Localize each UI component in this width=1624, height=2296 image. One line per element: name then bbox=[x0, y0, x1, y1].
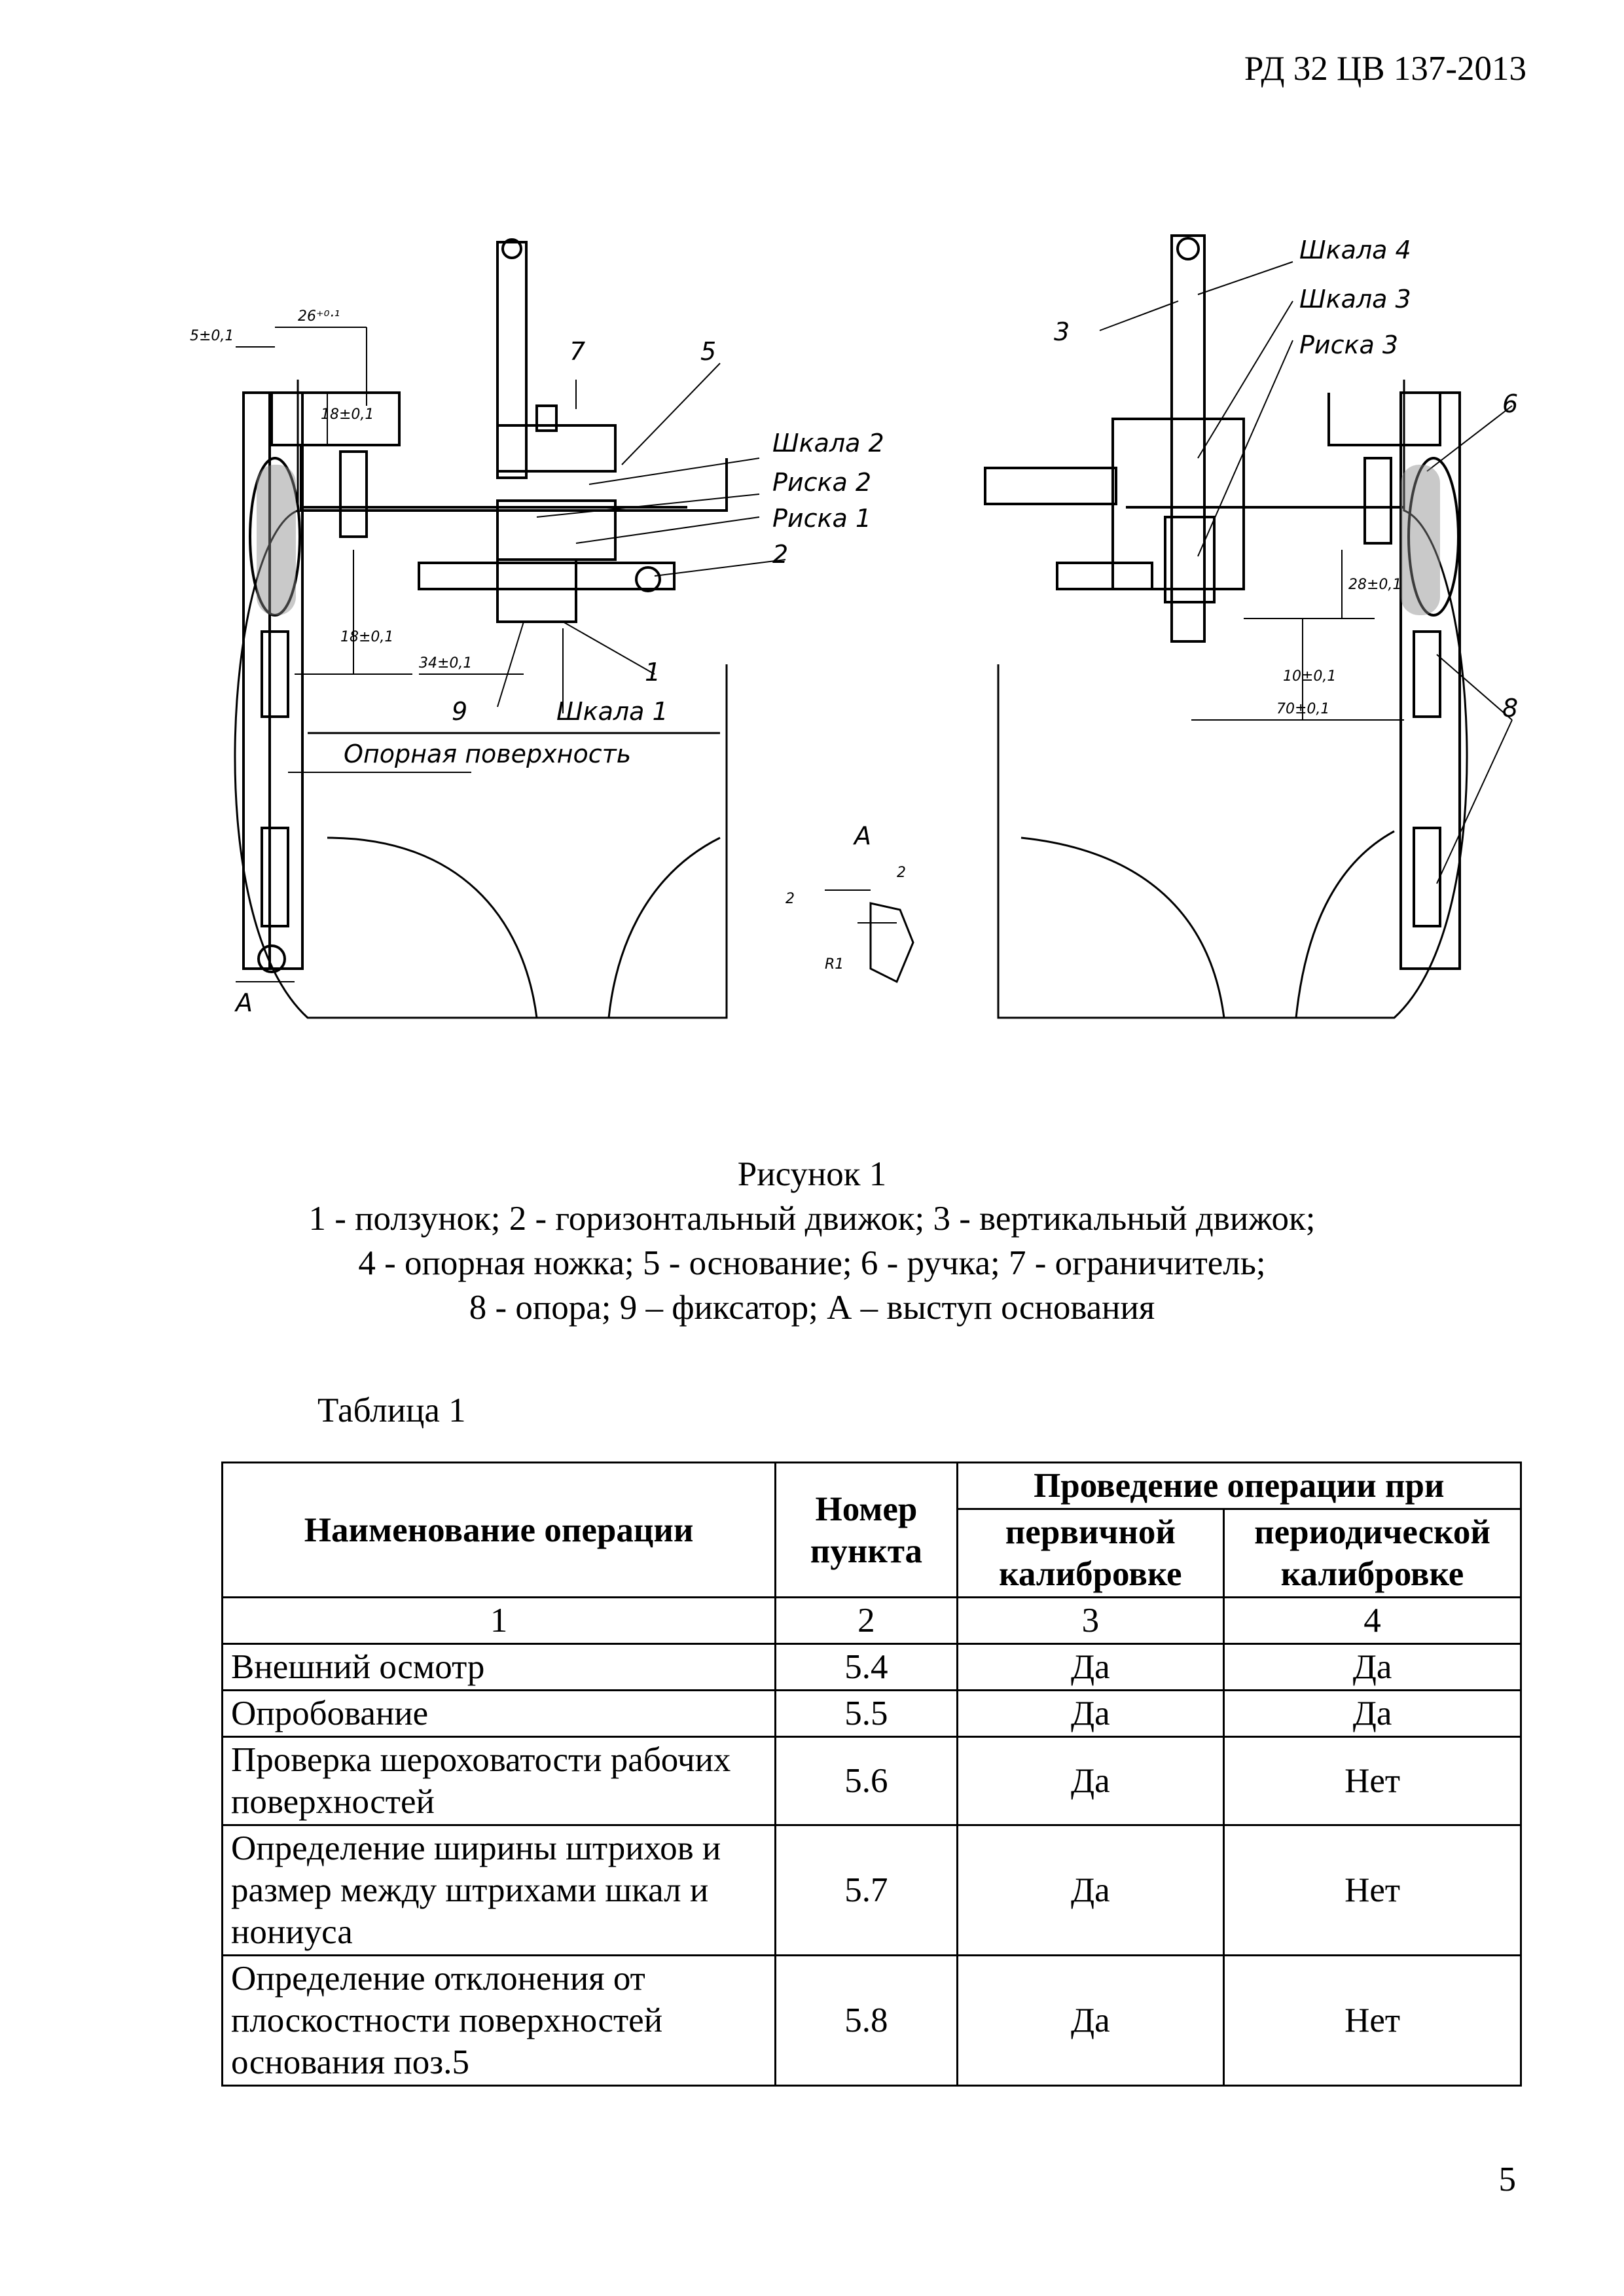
cell-period: Нет bbox=[1223, 1954, 1522, 2087]
dim-2a: 2 bbox=[897, 865, 906, 881]
cell-period: Да bbox=[1223, 1689, 1522, 1738]
label-shkala3: Шкала 3 bbox=[1299, 285, 1411, 314]
label-9: 9 bbox=[452, 697, 467, 726]
label-8: 8 bbox=[1502, 694, 1518, 723]
dim-18a: 18±0,1 bbox=[321, 406, 374, 423]
table-row: Определение ширины штрихов и размер межд… bbox=[221, 1824, 1522, 1956]
header-operation-name: Наименование операции bbox=[221, 1462, 777, 1598]
page-number: 5 bbox=[1498, 2161, 1517, 2198]
dim-70: 70±0,1 bbox=[1276, 701, 1329, 717]
dim-5: 5±0,1 bbox=[190, 328, 234, 344]
label-shkala4: Шкала 4 bbox=[1299, 236, 1411, 264]
label-riska1: Риска 1 bbox=[772, 504, 871, 533]
label-2: 2 bbox=[772, 540, 788, 569]
cell-num: 5.6 bbox=[774, 1736, 958, 1826]
table-row: Внешний осмотр 5.4 Да Да bbox=[221, 1643, 1522, 1691]
dim-26: 26⁺⁰·¹ bbox=[298, 308, 340, 325]
cell-name: Опробование bbox=[221, 1689, 777, 1738]
label-riska2: Риска 2 bbox=[772, 468, 871, 497]
label-opora: Опорная поверхность bbox=[344, 740, 631, 768]
cell-period: Нет bbox=[1223, 1736, 1522, 1826]
header-subrow: первичной калибровке периодической калиб… bbox=[223, 1508, 1522, 1598]
technical-drawing: Шкала 4 Шкала 3 Риска 3 3 6 8 7 5 Шкала … bbox=[190, 234, 1518, 1019]
cell-num: 5.4 bbox=[774, 1643, 958, 1691]
cell-num: 5.5 bbox=[774, 1689, 958, 1738]
label-3: 3 bbox=[1054, 317, 1070, 346]
col-num: 4 bbox=[1223, 1596, 1522, 1645]
table-label: Таблица 1 bbox=[317, 1391, 466, 1429]
cell-num: 5.8 bbox=[774, 1954, 958, 2087]
column-number-row: 1 2 3 4 bbox=[221, 1596, 1522, 1645]
label-6: 6 bbox=[1502, 389, 1518, 418]
label-1: 1 bbox=[645, 658, 660, 687]
label-7: 7 bbox=[569, 337, 585, 366]
dim-r: R1 bbox=[825, 956, 844, 973]
label-a1: A bbox=[234, 988, 253, 1017]
cell-first: Да bbox=[956, 1736, 1225, 1826]
dim-18b: 18±0,1 bbox=[340, 629, 393, 645]
dim-2b: 2 bbox=[785, 891, 795, 907]
figure-caption: Рисунок 1 1 - ползунок; 2 - горизонтальн… bbox=[0, 1152, 1624, 1330]
label-shkala1: Шкала 1 bbox=[556, 697, 668, 726]
cell-first: Да bbox=[956, 1954, 1225, 2087]
cell-first: Да bbox=[956, 1643, 1225, 1691]
cell-period: Нет bbox=[1223, 1824, 1522, 1956]
cell-name: Определение ширины штрихов и размер межд… bbox=[221, 1824, 777, 1956]
document-code: РД 32 ЦВ 137-2013 bbox=[1244, 50, 1526, 88]
header-group: Проведение операции при bbox=[956, 1462, 1523, 1510]
dim-34: 34±0,1 bbox=[419, 655, 472, 672]
col-num: 1 bbox=[221, 1596, 777, 1645]
label-5: 5 bbox=[700, 337, 716, 366]
header-periodic-calibration: периодической калибровке bbox=[1223, 1508, 1522, 1598]
cell-name: Определение отклонения от плоскостности … bbox=[221, 1954, 777, 2087]
cell-period: Да bbox=[1223, 1643, 1522, 1691]
caption-line-4: 8 - опора; 9 – фиксатор; А – выступ осно… bbox=[469, 1289, 1155, 1327]
operations-table: Наименование операции Номер пункта Прове… bbox=[221, 1462, 1523, 2087]
header-item-number: Номер пункта bbox=[774, 1462, 958, 1598]
table-row: Определение отклонения от плоскостности … bbox=[221, 1954, 1522, 2087]
header-first-calibration: первичной калибровке bbox=[956, 1508, 1225, 1598]
cell-num: 5.7 bbox=[774, 1824, 958, 1956]
table-row: Проверка шероховатости рабочих поверхнос… bbox=[221, 1736, 1522, 1826]
caption-line-3: 4 - опорная ножка; 5 - основание; 6 - ру… bbox=[358, 1244, 1266, 1282]
col-num: 2 bbox=[774, 1596, 958, 1645]
label-a2: A bbox=[852, 821, 871, 850]
col-num: 3 bbox=[956, 1596, 1225, 1645]
dim-10: 10±0,1 bbox=[1283, 668, 1336, 685]
header-row: Наименование операции Номер пункта Прове… bbox=[221, 1462, 1523, 1598]
label-shkala2: Шкала 2 bbox=[772, 429, 884, 457]
cell-first: Да bbox=[956, 1689, 1225, 1738]
cell-name: Проверка шероховатости рабочих поверхнос… bbox=[221, 1736, 777, 1826]
cell-first: Да bbox=[956, 1824, 1225, 1956]
cell-name: Внешний осмотр bbox=[221, 1643, 777, 1691]
label-riska3: Риска 3 bbox=[1299, 331, 1398, 359]
dim-28: 28±0,1 bbox=[1348, 577, 1401, 593]
caption-title: Рисунок 1 bbox=[737, 1155, 887, 1193]
caption-line-2: 1 - ползунок; 2 - горизонтальный движок;… bbox=[308, 1200, 1316, 1238]
table-row: Опробование 5.5 Да Да bbox=[221, 1689, 1522, 1738]
